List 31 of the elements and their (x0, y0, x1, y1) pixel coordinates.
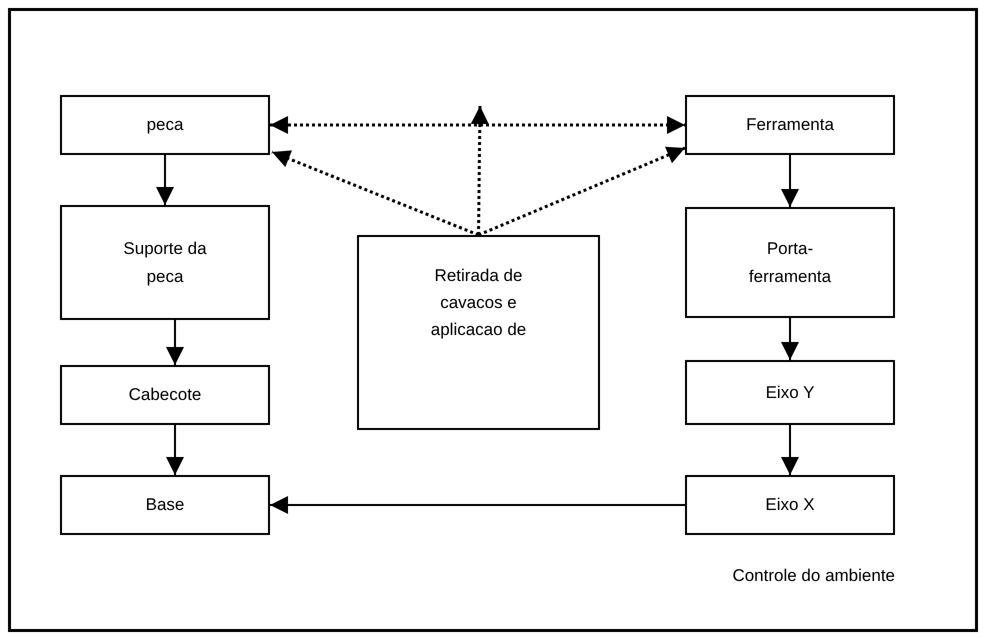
arrow (166, 320, 184, 365)
process-box (60, 95, 270, 155)
process-box (60, 365, 270, 425)
process-box (60, 205, 270, 320)
process-box (60, 475, 270, 535)
arrow (156, 155, 174, 205)
node-label: Eixo X (765, 494, 815, 516)
arrow (271, 150, 480, 236)
node-label: Base (146, 494, 184, 516)
node-label: Retirada de cavacos e aplicacao de (430, 265, 528, 342)
arrow (270, 116, 685, 134)
arrow (781, 425, 799, 475)
node-label: Suporte da peca (122, 238, 208, 288)
process-box (685, 475, 895, 535)
frame-box (8, 8, 978, 632)
arrow (166, 425, 184, 475)
arrow (781, 318, 799, 360)
node-label: peca (146, 114, 184, 136)
process-box (685, 95, 895, 155)
process-box (357, 235, 600, 430)
node-label: Eixo Y (766, 382, 814, 404)
arrow (470, 106, 489, 236)
node-label: Porta-ferramenta (748, 238, 832, 288)
arrow (478, 146, 686, 236)
node-label: Cabecote (128, 384, 202, 406)
process-box (685, 207, 895, 318)
node-label: Ferramenta (746, 114, 834, 136)
arrow (270, 496, 685, 514)
arrow (781, 155, 799, 207)
node-label: Controle do ambiente (732, 564, 895, 587)
process-box (685, 360, 895, 425)
